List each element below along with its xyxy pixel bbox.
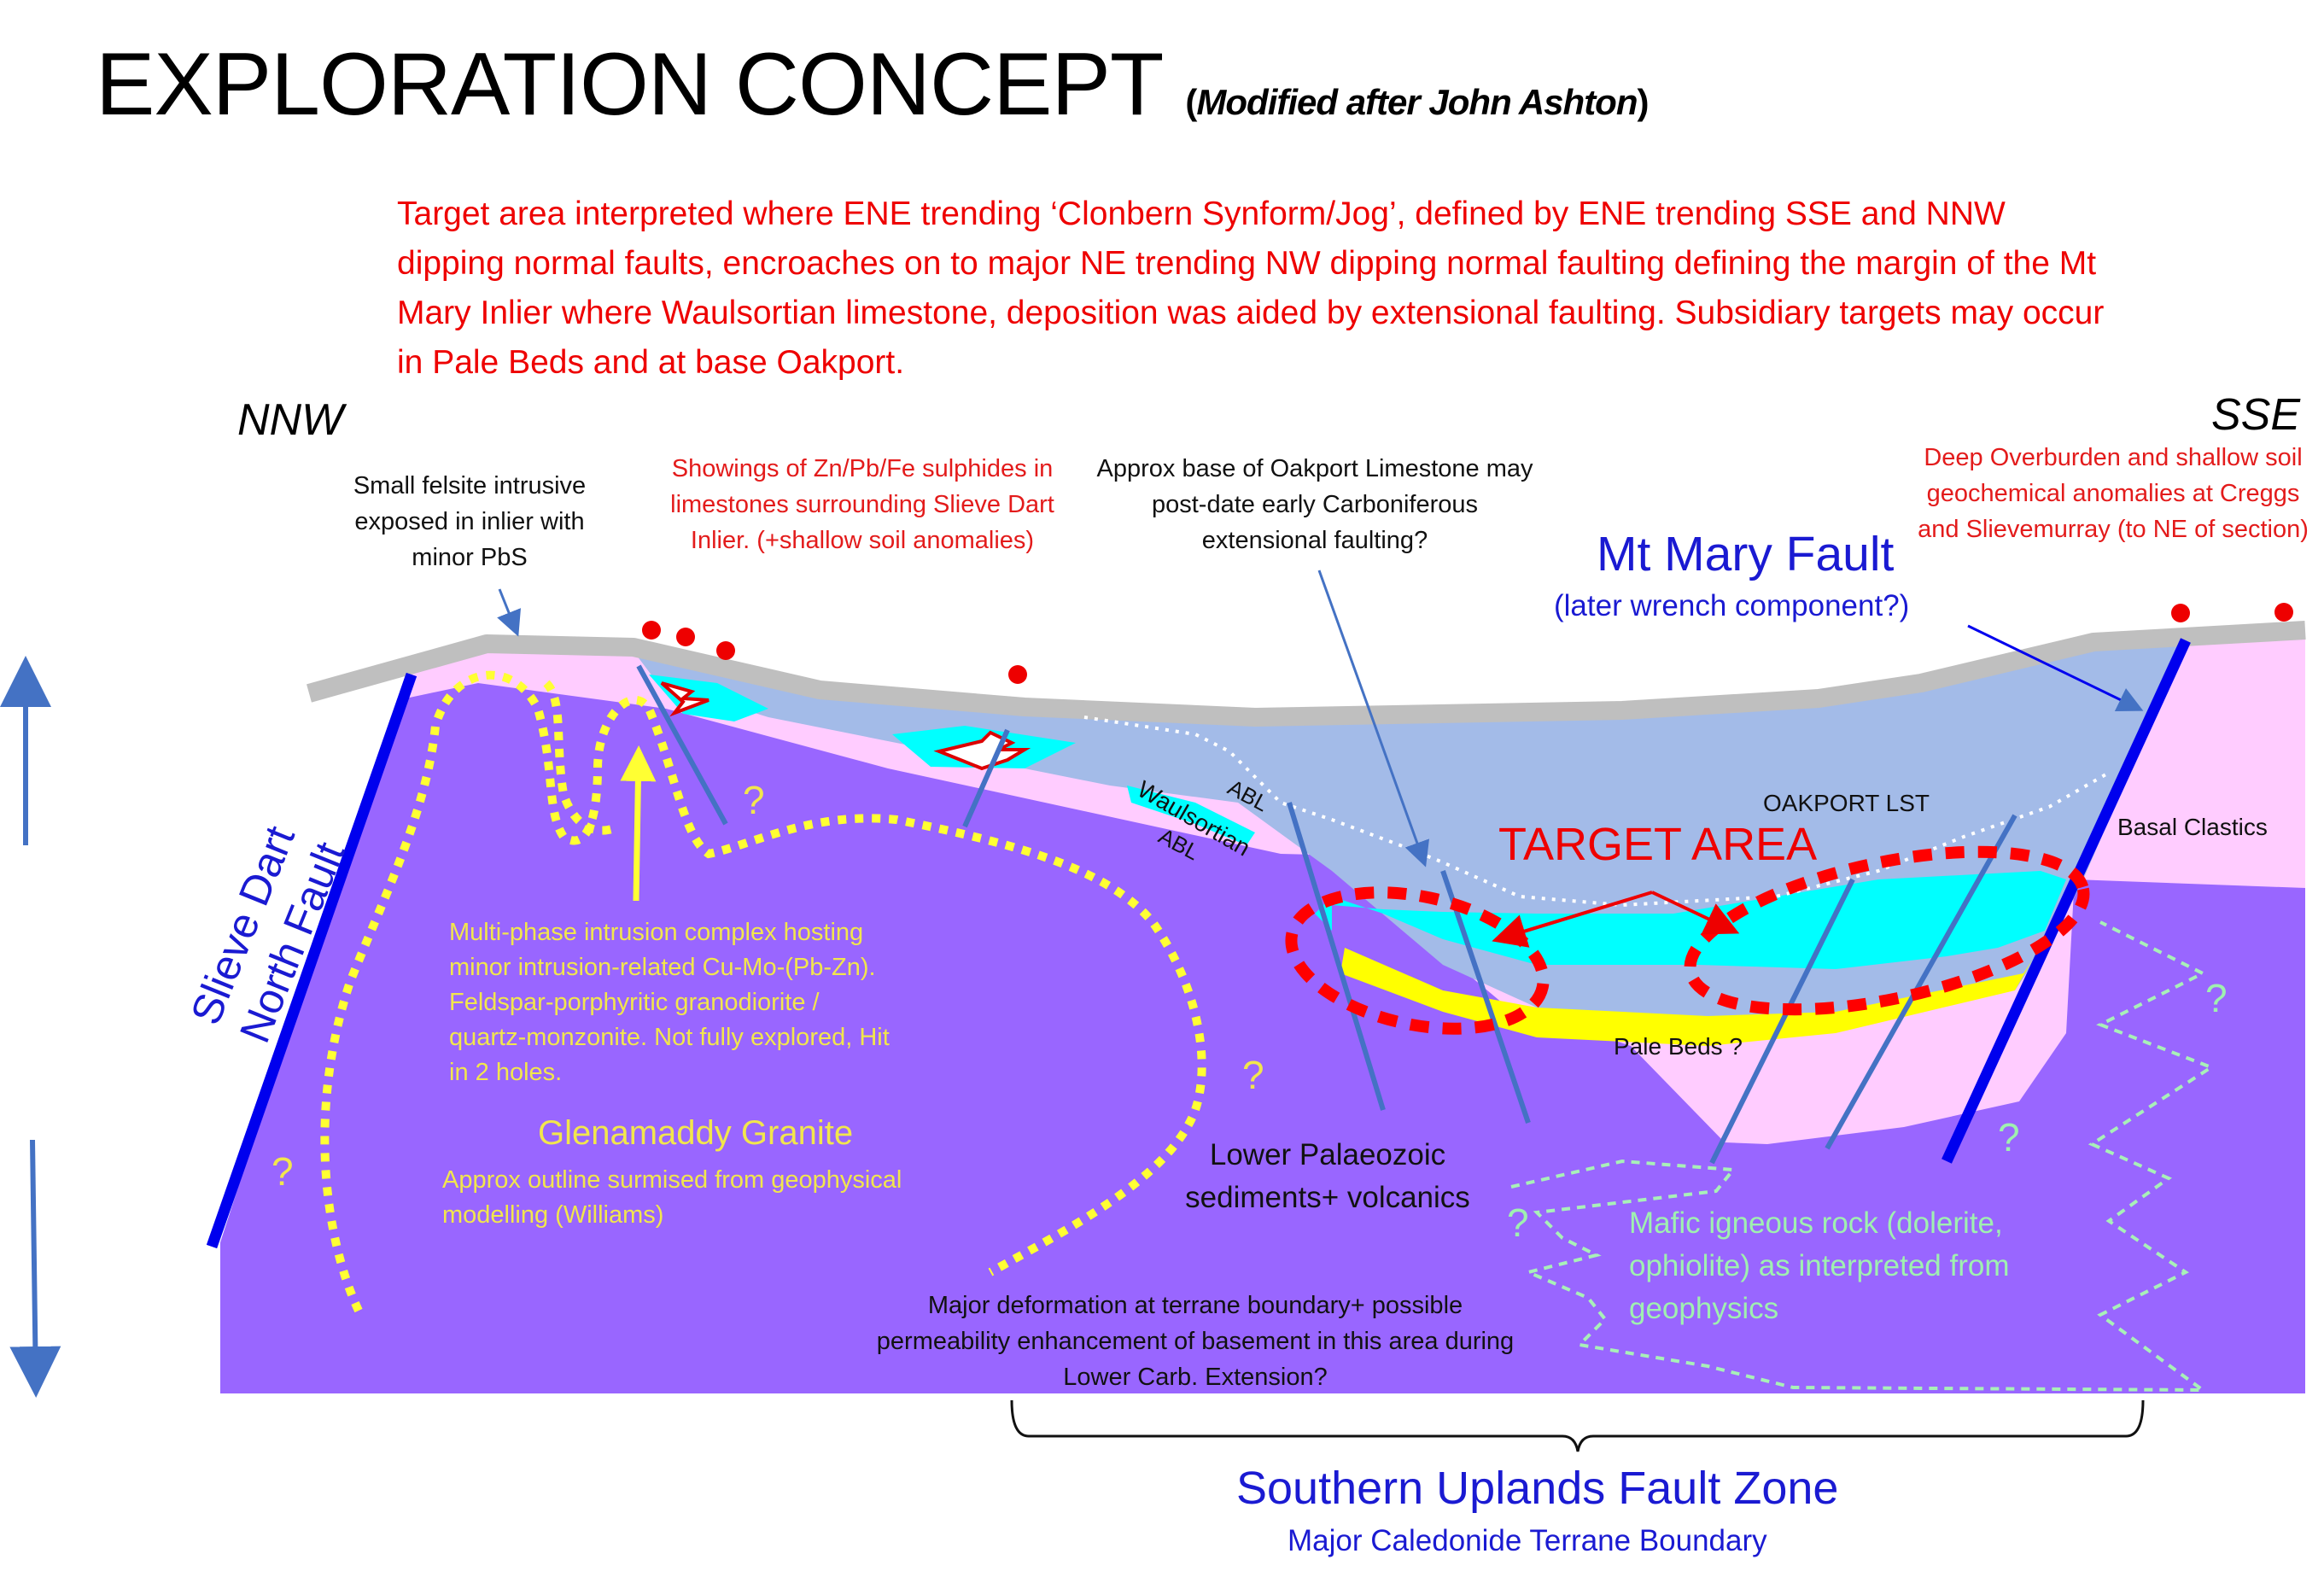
target-arrow-right (1651, 891, 1740, 935)
page-title: EXPLORATION CONCEPT (Modified after John… (96, 34, 1650, 136)
question-mark: ? (2205, 976, 2228, 1020)
geochem-dot (642, 621, 661, 640)
geochem-dot (2171, 604, 2190, 622)
target-ellipse-left (1285, 886, 1550, 1035)
granite-inner-outline (543, 680, 616, 835)
minor-fault-1 (636, 664, 728, 826)
felsite-pointer-arrow (497, 588, 522, 637)
pale-beds-label: Pale Beds ? (1614, 1033, 1743, 1060)
title-credit: (Modified after John Ashton) (1185, 82, 1649, 122)
lower-palaeozoic-line-2: sediments+ volcanics (1185, 1181, 1470, 1214)
direction-sse: SSE (2211, 390, 2301, 440)
mt-mary-fault-sublabel: (later wrench component?) (1554, 589, 1910, 622)
suf-zone-label: Southern Uplands Fault Zone (1236, 1463, 1839, 1514)
granite-outline (320, 670, 1206, 1313)
deformation-callout: Major deformation at terrane boundary+ p… (876, 1292, 1515, 1391)
minor-fault-2 (962, 728, 1010, 828)
minor-fault-5 (1709, 878, 1855, 1165)
mt-mary-pointer-arrow (1967, 624, 2144, 712)
target-area-label: TARGET AREA (1498, 819, 1818, 870)
question-mark: ? (1507, 1200, 1529, 1245)
lower-palaeozoic-line-1: Lower Palaeozoic (1209, 1138, 1446, 1171)
geochem-dot (716, 641, 735, 660)
mafic-outline (1510, 920, 2216, 1393)
title-main: EXPLORATION CONCEPT (96, 35, 1162, 134)
granite-outline-callout: Approx outline surmised from geophysical… (442, 1166, 902, 1229)
sulphide-symbol-1 (660, 681, 709, 717)
mt-mary-fault-label: Mt Mary Fault (1597, 527, 1895, 581)
question-mark: ? (1998, 1115, 2020, 1160)
geochem-dot (2274, 603, 2293, 622)
oakport-base-callout: Approx base of Oakport Limestone may pos… (1096, 455, 1533, 554)
minor-fault-4 (1440, 870, 1531, 1124)
granite-label: Glenamaddy Granite (538, 1114, 854, 1152)
intrusion-pointer-arrow (620, 745, 657, 902)
geochem-dot (676, 628, 695, 646)
question-mark: ? (743, 778, 765, 822)
showings-callout: Showings of Zn/Pb/Fe sulphides in limest… (670, 455, 1054, 554)
question-mark: ? (272, 1149, 294, 1194)
oakport-label: OAKPORT LST (1763, 790, 1930, 816)
suf-zone-sublabel: Major Caledonide Terrane Boundary (1288, 1524, 1767, 1557)
oakport-pointer-arrow (1317, 570, 1429, 867)
target-arrow-left (1492, 891, 1653, 948)
intrusion-callout: Multi-phase intrusion complex hosting mi… (449, 919, 890, 1086)
minor-fault-6 (1825, 814, 2017, 1150)
minor-fault-3 (1287, 802, 1386, 1111)
lower-palaeozoic-label: Lower Palaeozoic sediments+ volcanics (1136, 1134, 1520, 1219)
question-mark: ? (1242, 1053, 1264, 1097)
mt-mary-fault (1942, 638, 2191, 1164)
direction-nnw: NNW (237, 395, 344, 445)
mafic-callout: Mafic igneous rock (dolerite, ophiolite)… (1629, 1206, 2010, 1325)
overburden-callout: Deep Overburden and shallow soil geochem… (1918, 444, 2309, 543)
terrane-boundary-brace (1010, 1399, 2145, 1452)
overburden-surface (307, 621, 2306, 727)
geochem-dot (1008, 665, 1027, 684)
downthrow-arrow (9, 1139, 61, 1398)
waulsortian-lens-3 (1127, 786, 1255, 845)
concept-summary: Target area interpreted where ENE trendi… (397, 196, 2105, 381)
slieve-dart-north-fault (206, 672, 418, 1249)
target-ellipse-right (1684, 845, 2090, 1016)
pink-layer-right (2075, 635, 2305, 888)
felsite-callout: Small felsite intrusive exposed in inlie… (353, 472, 587, 571)
basal-clastics-label: Basal Clastics (2117, 814, 2268, 840)
